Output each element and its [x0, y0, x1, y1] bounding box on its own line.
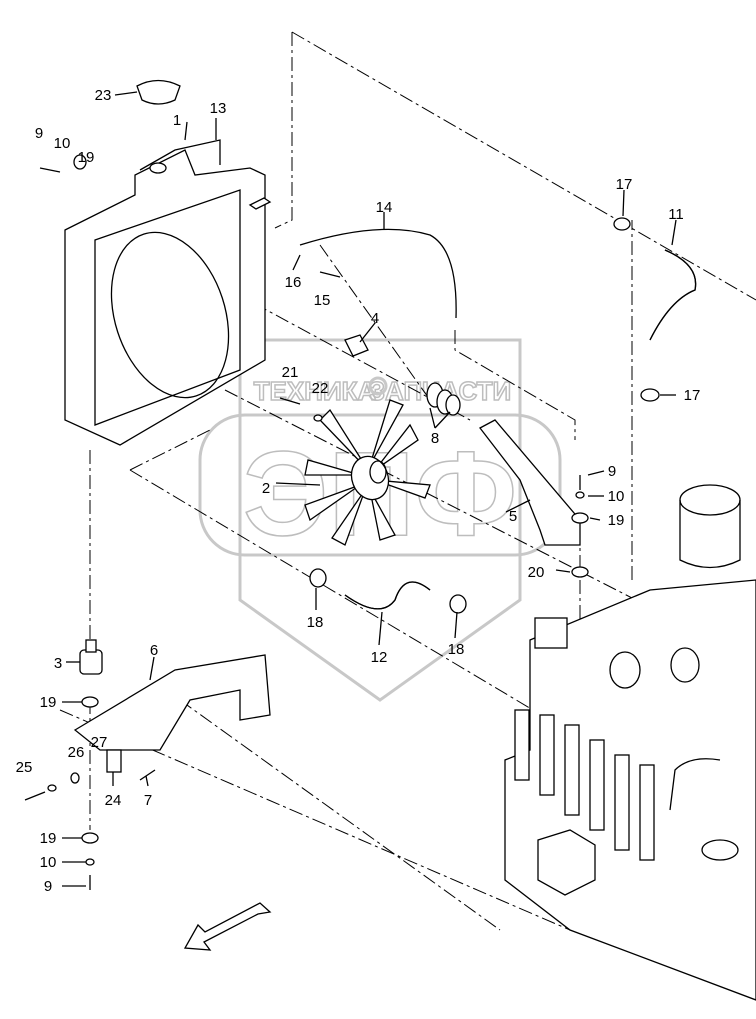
label: 10: [608, 488, 625, 505]
label: 26: [68, 744, 85, 761]
gear-icon: [368, 376, 388, 396]
clamp-17a: [613, 217, 631, 231]
clamp-18b: [449, 594, 467, 614]
label: 8: [431, 430, 439, 447]
watermark-badge: [198, 413, 562, 557]
label: 3: [54, 655, 62, 672]
hose-12: [344, 581, 431, 610]
label: 17: [616, 176, 633, 193]
label: 5: [509, 508, 517, 525]
label: 25: [16, 759, 33, 776]
label: 15: [314, 292, 331, 309]
label: 4: [371, 310, 379, 327]
part-4: [344, 334, 369, 357]
clamp-17b: [640, 388, 660, 402]
label: 22: [312, 380, 329, 397]
label: 10: [54, 135, 71, 152]
watermark-shield: [238, 338, 522, 702]
radiator-cap: [114, 79, 181, 105]
label: 20: [528, 564, 545, 581]
label: 6: [150, 642, 158, 659]
label: 24: [105, 792, 122, 809]
bracket: [479, 419, 581, 546]
label: 9: [44, 878, 52, 895]
label: 14: [376, 199, 393, 216]
label: 9: [608, 463, 616, 480]
label: 18: [307, 614, 324, 631]
bolts: [24, 167, 581, 890]
fan: [304, 399, 431, 546]
hose-14: [299, 228, 457, 319]
label: 27: [91, 734, 108, 751]
label: 10: [40, 854, 57, 871]
engine: [504, 484, 756, 1001]
label: 19: [78, 149, 95, 166]
label: 16: [285, 274, 302, 291]
label: 19: [40, 830, 57, 847]
radiator: [64, 139, 272, 446]
clamp-18a: [309, 568, 327, 588]
label: 23: [95, 87, 112, 104]
mount: [79, 639, 103, 675]
watermark-text-left: ТЕХНИКА: [254, 376, 377, 406]
block-24: [106, 749, 122, 773]
label: 19: [608, 512, 625, 529]
callout-labels: 23 13 1 9 10 19 14 17 11 16 15 4 21 22 8…: [16, 87, 701, 895]
label: 9: [35, 125, 43, 142]
label: 17: [684, 387, 701, 404]
support-frame: [73, 654, 271, 751]
label: 2: [262, 480, 270, 497]
label: 13: [210, 100, 227, 117]
label: 11: [668, 206, 684, 223]
label: 18: [448, 641, 465, 658]
label: 1: [173, 112, 181, 129]
label: 19: [40, 694, 57, 711]
label: 7: [144, 792, 152, 809]
arrow-down-left-icon: [183, 902, 272, 951]
spacer: [426, 382, 461, 416]
leader-lines: [62, 118, 677, 887]
label: 12: [371, 649, 388, 666]
label: 21: [282, 364, 299, 381]
